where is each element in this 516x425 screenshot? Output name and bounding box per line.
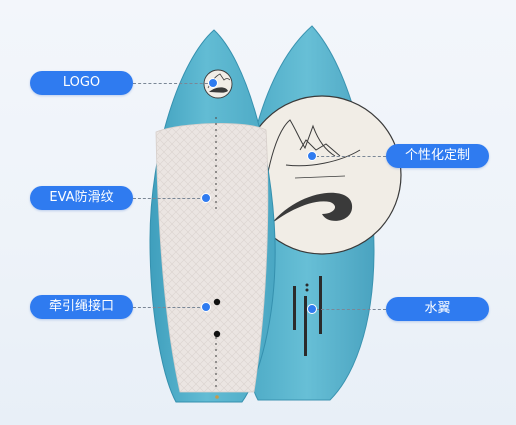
marker-custom — [307, 151, 317, 161]
connector-hydrofoil — [316, 309, 386, 310]
label-custom: 个性化定制 — [386, 144, 489, 168]
front-board — [149, 29, 276, 403]
back-board — [239, 25, 402, 401]
connector-eva — [133, 198, 205, 199]
logo-sticker — [203, 69, 233, 99]
connector-custom — [316, 156, 386, 157]
label-eva: EVA防滑纹 — [30, 186, 133, 210]
fin-slot-right — [319, 276, 322, 334]
eva-traction-pad — [155, 123, 269, 393]
label-hydrofoil: 水翼 — [386, 297, 489, 321]
connector-leash — [133, 307, 205, 308]
leash-plug-upper — [213, 298, 221, 306]
label-leash: 牵引绳接口 — [30, 295, 133, 319]
fin-slot-center — [304, 296, 307, 356]
marker-hydrofoil — [307, 304, 317, 314]
label-logo: LOGO — [30, 71, 133, 95]
fin-slot-left — [293, 286, 296, 330]
marker-eva — [201, 193, 211, 203]
marker-logo — [208, 78, 218, 88]
center-stitching — [215, 117, 217, 387]
vent-plug — [215, 395, 219, 399]
custom-print-art — [242, 95, 402, 255]
leash-plug-lower — [213, 330, 221, 338]
marker-leash — [201, 302, 211, 312]
connector-logo — [133, 83, 213, 84]
